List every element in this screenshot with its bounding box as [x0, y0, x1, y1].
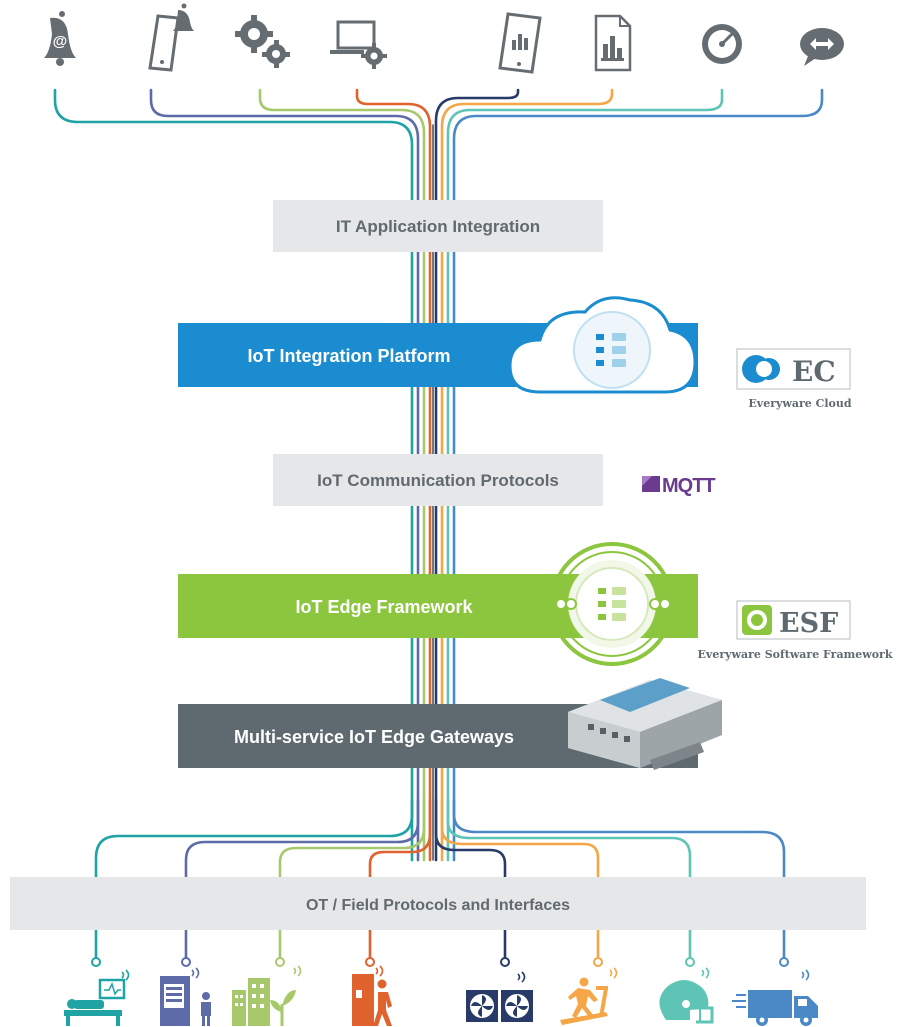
- gateway-device-image: [568, 678, 722, 770]
- ec-name: Everyware Cloud: [748, 397, 851, 410]
- helmet-icon: [659, 980, 714, 1024]
- esf-name: Everyware Software Framework: [698, 648, 893, 661]
- ec-mark: EC: [792, 355, 836, 388]
- mqtt-label: MQTT: [662, 475, 715, 497]
- ot-field-protocols-band: OT / Field Protocols and Interfaces: [10, 877, 866, 930]
- cloud-icon: [508, 296, 697, 394]
- it-application-integration-band: IT Application Integration: [273, 200, 603, 252]
- it-application-integration-label: IT Application Integration: [336, 217, 540, 236]
- iot-edge-gateways-band: Multi-service IoT Edge Gateways: [178, 678, 722, 770]
- delivery-truck-icon: [732, 990, 818, 1026]
- ot-field-protocols-label: OT / Field Protocols and Interfaces: [306, 897, 570, 914]
- iot-edge-framework-label: IoT Edge Framework: [295, 597, 473, 617]
- report-chart-icon: [594, 14, 632, 72]
- svg-text:@: @: [53, 33, 68, 50]
- vending-machine-icon: [160, 976, 211, 1026]
- bottom-connectors: [94, 798, 786, 962]
- top-connectors: [53, 88, 824, 862]
- iot-communication-protocols-band: IoT Communication Protocols: [273, 454, 603, 506]
- dashboard-gauge-icon: [702, 24, 742, 64]
- patient-monitor-icon: [64, 978, 126, 1026]
- iot-integration-platform-label: IoT Integration Platform: [247, 346, 450, 366]
- treadmill-icon: [560, 977, 609, 1025]
- iot-integration-platform-band: IoT Integration Platform: [178, 296, 698, 394]
- everyware-software-framework-logo: ESF Everyware Software Framework: [698, 600, 893, 661]
- top-icons: @: [44, 3, 844, 74]
- door-access-icon: [352, 974, 392, 1026]
- gears-icon: [235, 15, 290, 68]
- bottom-icons: [64, 957, 818, 1026]
- smart-building-icon: [232, 978, 296, 1026]
- laptop-settings-icon: [330, 20, 387, 69]
- mobile-alert-icon: [148, 3, 194, 72]
- edge-framework-icon: [550, 542, 674, 666]
- mqtt-logo: MQTT: [642, 475, 716, 497]
- chat-bubble-icon: [800, 28, 844, 66]
- iot-communication-protocols-label: IoT Communication Protocols: [317, 471, 559, 490]
- iot-edge-framework-band: IoT Edge Framework: [178, 542, 698, 666]
- mobile-chart-icon: [498, 12, 542, 74]
- iot-edge-gateways-label: Multi-service IoT Edge Gateways: [234, 727, 514, 747]
- esf-mark: ESF: [779, 608, 838, 639]
- industrial-fans-icon: [466, 990, 533, 1022]
- everyware-cloud-logo: EC Everyware Cloud: [736, 348, 852, 410]
- wireless-signal-icons: [121, 965, 810, 983]
- email-alert-icon: @: [44, 11, 76, 66]
